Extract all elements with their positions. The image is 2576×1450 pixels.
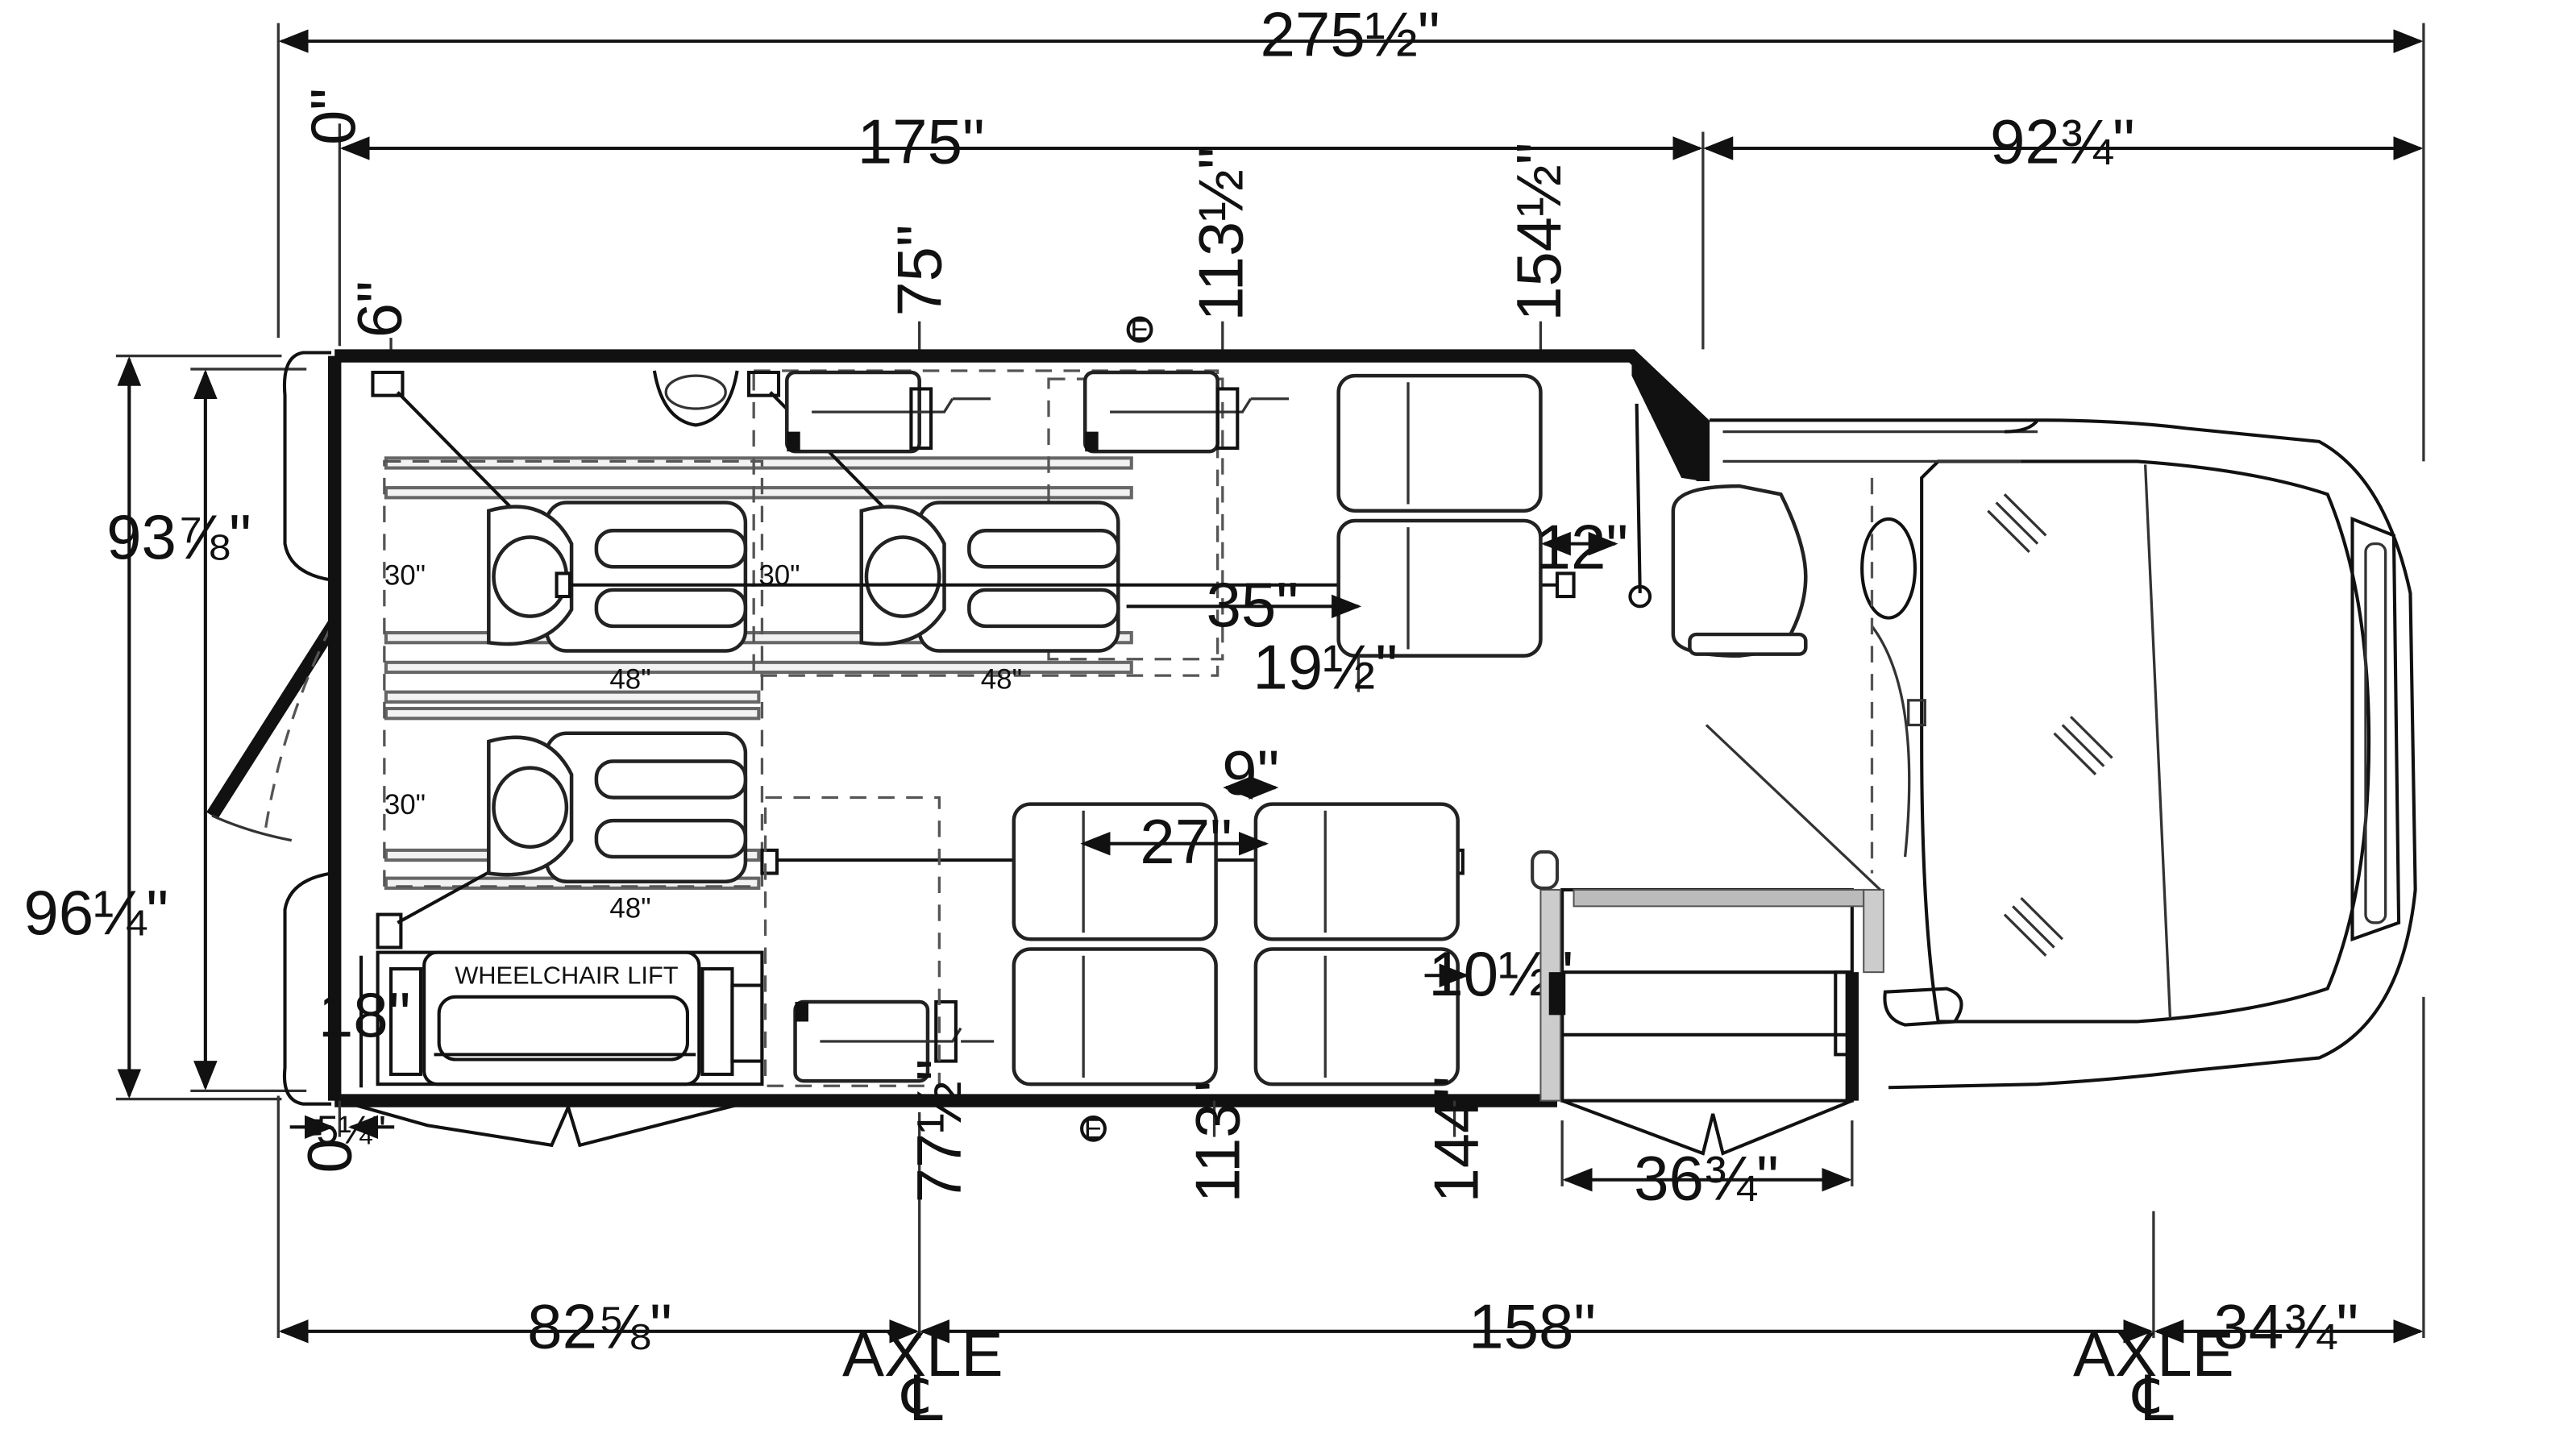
passenger-seat-row-front-bottom [1253,802,1460,1086]
track-label-30-b: 30" [758,560,800,592]
centerline-rear: ℄ [901,1363,943,1434]
dim-spacing-12: 12" [1536,511,1629,582]
dim-front-section: 92¾" [1990,106,2135,177]
dim-spacing-35: 35" [1207,569,1299,640]
left-dimensions: 96¼" 93⅞" [23,354,307,1101]
centerline-front: ℄ [2132,1363,2174,1434]
interior-dimensions: 12" 35" 19½" 9" 27" 10½" [1080,511,1629,1009]
exit-marker-bottom: E [1080,1114,1107,1145]
dim-pos-75: 75" [883,225,954,317]
grab-pole [1628,403,1652,609]
rear-doors [206,351,341,1106]
dim-pos-113: 113" [1182,1081,1253,1203]
bottom-dimensions: 0" 5¼" 77½" 113" 144" 82⅝" 158" 34¾" AXL… [276,996,2425,1434]
track-label-48-b: 48" [981,664,1022,696]
svg-text:E: E [1130,314,1149,346]
dim-spacing-9: 9" [1222,737,1279,808]
dim-width-outer: 96¼" [23,877,168,948]
dim-height-18: 18" [318,979,411,1050]
axle-label-rear: AXLE [842,1319,1003,1390]
rear-wheel-well [652,370,739,427]
wheelchair-occupant-2 [859,501,1120,653]
track-label-30-a: 30" [384,560,426,592]
dim-pos-144: 144" [1420,1076,1491,1203]
exit-marker-top: E [1126,314,1153,346]
wheelchair-lift: WHEELCHAIR LIFT 18" [318,950,764,1088]
dim-spacing-27: 27" [1140,806,1232,877]
axle-label-front: AXLE [2073,1319,2234,1390]
rear-step-bumper [339,1099,754,1148]
folded-seat-3-envelope [763,796,941,1087]
track-label-48-a: 48" [609,664,650,696]
folded-seat-2 [1082,370,1290,454]
dim-front-overhang: 34¾" [2213,1290,2358,1361]
dim-width-19-5: 19½" [1253,632,1398,703]
svg-text:E: E [1084,1114,1103,1145]
dim-door-width: 36¾" [1634,1142,1779,1213]
dim-pos-77-5: 77½" [904,1059,974,1203]
folded-seat-1 [785,370,991,454]
wheelchair-lift-label: WHEELCHAIR LIFT [455,962,679,990]
dim-pos-113-5: 113½" [1185,147,1256,321]
dim-body-length: 175" [858,106,985,177]
top-dimensions: 275½" 175" 92¾" 0" 6" 75" 113½" 154½" [276,0,2425,462]
dim-rear-to-axle: 82⅝" [527,1290,672,1361]
dim-overall-length: 275½" [1261,0,1440,69]
wheelchair-occupant-1 [487,501,748,653]
dim-zero-top: 0" [297,88,368,145]
dim-wheelbase: 158" [1469,1290,1596,1361]
passenger-seat-row-front-top [1336,373,1543,658]
folded-seat-3 [793,999,995,1083]
dim-pos-6: 6" [343,280,414,338]
track-label-48-c: 48" [609,893,650,924]
dim-width-inner: 93⅞" [106,501,251,572]
wheelchair-occupant-3 [487,731,748,883]
cab-front [1671,418,2417,1090]
dim-pos-154-5: 154½" [1503,143,1574,322]
floor-tracks: 30" 30" 30" 48" 48" 48" [383,369,1224,924]
track-label-30-c: 30" [384,789,426,821]
dim-small-5-25: 5¼" [317,1108,386,1153]
front-entry-steps: 36¾" [1531,850,1884,1213]
